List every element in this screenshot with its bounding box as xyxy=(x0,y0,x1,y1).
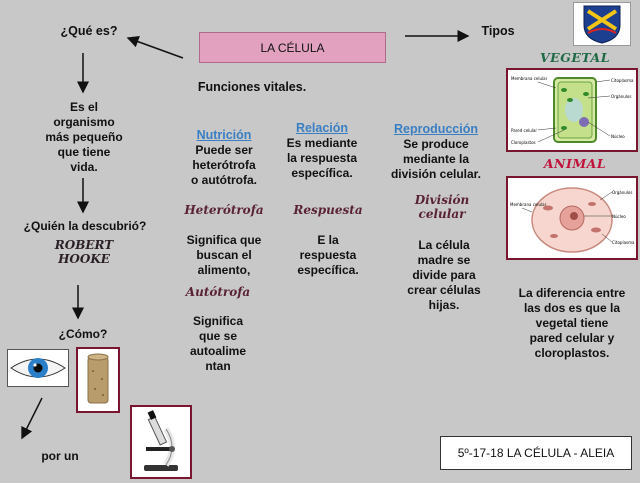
vegetal-label-cloroplastos: Cloroplastos xyxy=(511,140,536,145)
funciones-label: Funciones vitales. xyxy=(197,80,307,94)
animal-label-nucleo: Núcleo xyxy=(612,214,626,219)
como-label: ¿Cómo? xyxy=(58,327,108,341)
school-logo xyxy=(573,2,631,46)
vegetal-label-nucleo: Núcleo xyxy=(611,134,625,139)
arrow-to-por-un xyxy=(21,397,43,440)
respuesta-head: Respuesta xyxy=(293,203,363,217)
animal-cell-diagram: Orgánulos Membrana celular Núcleo Citopl… xyxy=(506,176,638,260)
vegetal-label-membrana: Membrana celular xyxy=(511,76,548,81)
page-title: LA CÉLULA xyxy=(260,40,325,55)
animal-label-citoplasma: Citoplasma xyxy=(612,240,635,245)
descubridor-name: ROBERT HOOKE xyxy=(54,238,114,266)
que-es-label: ¿Qué es? xyxy=(60,24,118,38)
plant-cell-icon: Membrana celular Citoplasma Orgánulos Pa… xyxy=(511,76,634,145)
footer-text: 5º-17-18 LA CÉLULA - ALEIA xyxy=(457,446,615,460)
vegetal-cell-diagram: Membrana celular Citoplasma Orgánulos Pa… xyxy=(506,68,638,152)
heterotrofa-text: Significa que buscan el alimento, xyxy=(186,233,262,277)
vegetal-label-organulos: Orgánulos xyxy=(611,94,631,99)
footer-box: 5º-17-18 LA CÉLULA - ALEIA xyxy=(440,436,632,470)
relacion-text: Es mediante la respuesta específica. xyxy=(286,136,358,180)
respuesta-text: E la respuesta específica. xyxy=(297,233,359,277)
reproduccion-text: Se produce mediante la división celular. xyxy=(390,137,482,181)
autotrofa-head: Autótrofa xyxy=(185,285,251,299)
division-text: La célula madre se divide para crear cél… xyxy=(407,238,481,312)
microscope-image xyxy=(130,405,192,479)
diferencia-text: La diferencia entre las dos es que la ve… xyxy=(518,286,626,360)
eye-image xyxy=(7,349,69,387)
animal-label-organulos: Orgánulos xyxy=(612,190,632,195)
vegetal-label-pared: Pared celular xyxy=(511,128,537,133)
cork-icon xyxy=(87,353,109,404)
division-head: División celular xyxy=(414,193,470,221)
microscope-icon xyxy=(144,410,178,471)
animal-label-membrana: Membrana celular xyxy=(510,202,547,207)
school-crest-icon xyxy=(583,5,621,44)
autotrofa-text: Significa que se autoalime ntan xyxy=(189,314,246,373)
nutricion-head: Nutrición xyxy=(196,128,252,142)
cork-image xyxy=(76,347,120,413)
animal-head: ANIMAL xyxy=(543,156,607,171)
por-un-label: por un xyxy=(41,449,79,463)
quien-label: ¿Quién la descubrió? xyxy=(23,219,147,233)
relacion-head: Relación xyxy=(295,121,349,135)
nutricion-text: Puede ser heterótrofa o autótrofa. xyxy=(191,143,257,187)
vegetal-label-citoplasma: Citoplasma xyxy=(611,78,634,83)
definicion-text: Es el organismo más pequeño que tiene vi… xyxy=(45,100,123,174)
arrow-to-que-es xyxy=(126,35,184,59)
eye-icon xyxy=(10,358,66,378)
heterotrofa-head: Heterótrofa xyxy=(184,203,264,217)
reproduccion-head: Reproducción xyxy=(393,122,479,136)
animal-cell-icon: Orgánulos Membrana celular Núcleo Citopl… xyxy=(510,187,635,253)
vegetal-head: VEGETAL xyxy=(539,50,611,65)
tipos-label: Tipos xyxy=(481,24,515,38)
title-box: LA CÉLULA xyxy=(199,32,386,63)
